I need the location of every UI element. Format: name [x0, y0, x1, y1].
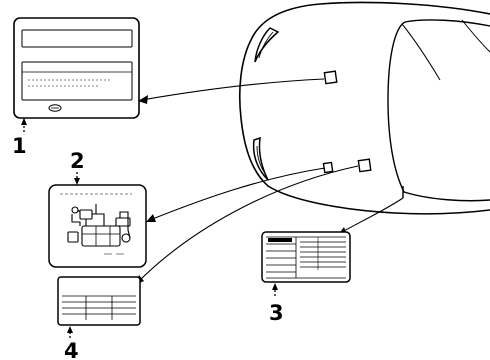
arrowhead-label-2 — [146, 214, 156, 222]
callout-4-number: 4 — [64, 339, 79, 360]
callout-1-marker — [21, 118, 27, 132]
leader-line-label-2 — [149, 167, 326, 221]
callout-4-marker — [67, 326, 73, 338]
callout-2-number: 2 — [70, 149, 85, 173]
leader-lines — [137, 78, 404, 283]
leader-line-label-4 — [137, 165, 359, 283]
vehicle-label-location-lower-right — [357, 158, 372, 173]
callout-1-number: 1 — [12, 134, 27, 158]
vehicle-label-location-upper — [323, 70, 338, 85]
leader-line-label-3 — [341, 197, 404, 233]
upper-headlamp-slot — [254, 27, 280, 63]
label-1-emission-panel — [13, 17, 140, 119]
callout-3-marker — [272, 283, 278, 296]
callout-3-number: 3 — [269, 301, 284, 325]
label-4-placard — [57, 276, 141, 326]
label-3-info-table — [261, 231, 351, 283]
arrowhead-label-1 — [138, 95, 148, 104]
vehicle-front-outline — [238, 1, 490, 215]
lower-headlamp-slot — [252, 136, 269, 181]
label-2-vacuum-diagram — [48, 184, 147, 268]
callout-2-marker — [74, 172, 80, 185]
leader-line-label-1 — [141, 78, 325, 101]
